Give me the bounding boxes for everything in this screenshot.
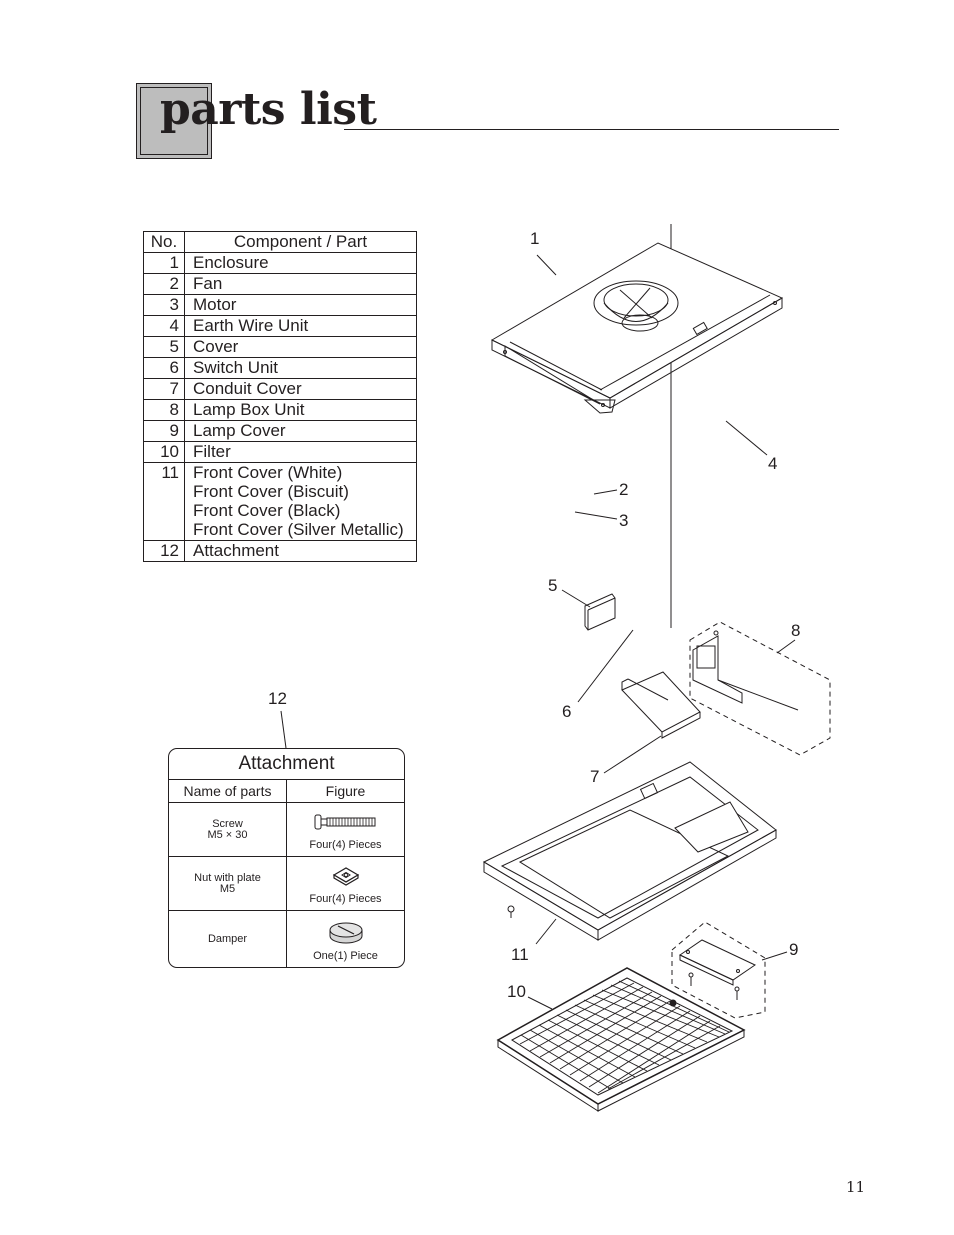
- part-no: 10: [143, 441, 185, 463]
- attachment-name: Screw M5 × 30: [169, 803, 287, 856]
- title-box: [136, 83, 212, 159]
- attachment-name-line: Damper: [207, 932, 248, 945]
- title-rule: [344, 129, 839, 130]
- label-3: 3: [619, 511, 629, 530]
- part-name: Front Cover (Silver Metallic): [193, 520, 404, 539]
- label-9: 9: [789, 940, 799, 959]
- attachment-qty: Four(4) Pieces: [309, 839, 382, 851]
- lamp-cover-drawing: [671, 921, 788, 1019]
- part-name: Attachment: [184, 540, 417, 562]
- attachment-figure: Four(4) Pieces: [287, 857, 404, 910]
- attachment-row: Screw M5 × 30 Four(4) Pieces: [169, 803, 404, 857]
- attachment-name-line: M5 × 30: [207, 828, 248, 841]
- attachment-callout-number: 12: [268, 689, 287, 708]
- part-name: Switch Unit: [184, 357, 417, 379]
- attachment-name: Nut with plate M5: [169, 857, 287, 910]
- label-5: 5: [548, 576, 558, 595]
- conduit-cover-drawing: [603, 671, 701, 774]
- page-number: 11: [846, 1178, 866, 1196]
- label-1: 1: [530, 229, 540, 248]
- lamp-box-drawing: [689, 621, 831, 756]
- attachment-name: Damper: [169, 911, 287, 967]
- label-6: 6: [562, 702, 572, 721]
- attachment-figure: One(1) Piece: [287, 911, 404, 967]
- part-name: Front Cover (Black): [193, 501, 341, 520]
- label-8: 8: [791, 621, 801, 640]
- header-figure: Figure: [325, 783, 366, 799]
- header-no: No.: [143, 231, 185, 253]
- label-4: 4: [768, 454, 778, 473]
- label-2: 2: [619, 480, 629, 499]
- filter-drawing: [496, 967, 746, 1112]
- attachment-name-line: Screw: [212, 817, 243, 830]
- part-name: Front Cover (White): [193, 463, 343, 482]
- header-part: Component / Part: [184, 231, 417, 253]
- part-name: Motor: [184, 294, 417, 316]
- part-name-group: Front Cover (White) Front Cover (Biscuit…: [184, 462, 417, 541]
- part-name: Earth Wire Unit: [184, 315, 417, 337]
- attachment-title: Attachment: [169, 749, 404, 780]
- part-name: Lamp Box Unit: [184, 399, 417, 421]
- label-11: 11: [511, 945, 529, 964]
- part-name: Conduit Cover: [184, 378, 417, 400]
- attachment-row: Damper One(1) Piece: [169, 911, 404, 967]
- attachment-qty: Four(4) Pieces: [309, 893, 382, 905]
- part-name: Front Cover (Biscuit): [193, 482, 349, 501]
- attachment-figure: Four(4) Pieces: [287, 803, 404, 856]
- enclosure-drawing: [490, 242, 784, 414]
- screw-icon: [314, 814, 375, 830]
- damper-icon: [329, 922, 362, 944]
- parts-table-header: No. Component / Part: [143, 231, 417, 253]
- label-10: 10: [507, 982, 526, 1001]
- attachment-qty: One(1) Piece: [313, 950, 378, 962]
- attachment-name-line: Nut with plate: [194, 871, 261, 884]
- attachment-header: Name of parts Figure: [169, 780, 404, 803]
- nut-plate-icon: [332, 867, 359, 886]
- table-row: 11 Front Cover (White) Front Cover (Bisc…: [143, 462, 417, 541]
- cover-drawing: [561, 589, 616, 631]
- attachment-name-line: M5: [219, 882, 236, 895]
- page-title: parts list: [160, 84, 377, 135]
- attachment-row: Nut with plate M5 Four(4) Pieces: [169, 857, 404, 911]
- front-cover-drawing: [482, 761, 777, 945]
- attachment-table: Attachment Name of parts Figure Screw M5…: [168, 748, 405, 968]
- label-7: 7: [590, 767, 600, 786]
- header-name-of-parts: Name of parts: [169, 780, 287, 802]
- part-name: Enclosure: [184, 252, 417, 274]
